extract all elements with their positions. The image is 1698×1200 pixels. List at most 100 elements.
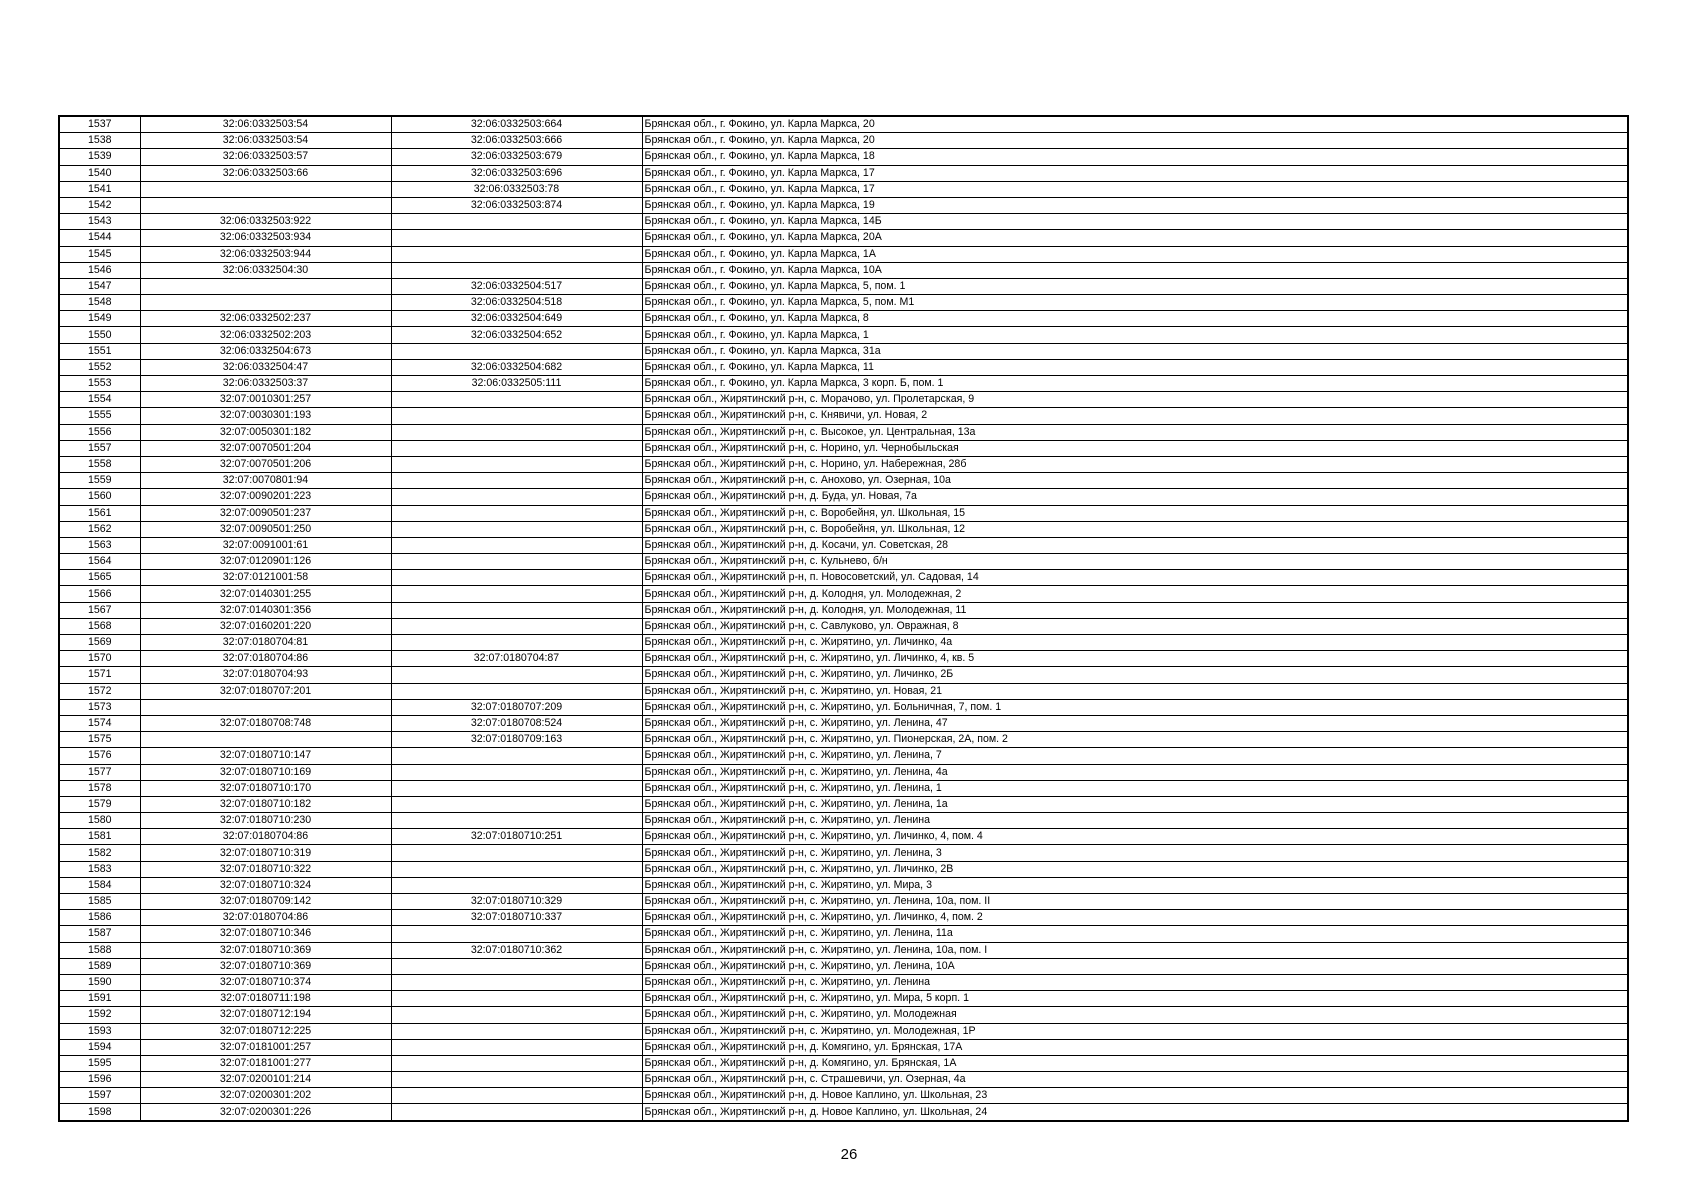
cadastral-number-cell: 32:07:0181001:257	[139, 1038, 392, 1056]
cadastral-number-cell	[139, 180, 392, 198]
cadastral-number-cell: 32:07:0200301:202	[139, 1087, 392, 1105]
address-cell: Брянская обл., Жирятинский р-н, д. Комяг…	[641, 1054, 1629, 1073]
object-cadastral-number-cell	[390, 1087, 643, 1105]
row-number-cell: 1552	[58, 358, 141, 377]
address-cell: Брянская обл., Жирятинский р-н, с. Страш…	[641, 1071, 1629, 1089]
object-cadastral-number-cell: 32:07:0180710:337	[390, 909, 643, 927]
address-cell: Брянская обл., Жирятинский р-н, д. Буда,…	[641, 488, 1629, 506]
cadastral-number-cell: 32:07:0121001:58	[139, 569, 392, 587]
address-cell: Брянская обл., Жирятинский р-н, с. Кульн…	[641, 553, 1629, 571]
row-number-cell: 1548	[58, 294, 141, 312]
cadastral-number-cell: 32:06:0332503:66	[139, 164, 392, 182]
address-cell: Брянская обл., г. Фокино, ул. Карла Марк…	[641, 132, 1629, 150]
address-cell: Брянская обл., Жирятинский р-н, с. Жирят…	[641, 1006, 1629, 1024]
row-number-cell: 1539	[58, 148, 141, 166]
object-cadastral-number-cell	[390, 342, 643, 360]
object-cadastral-number-cell	[390, 925, 643, 943]
row-number-cell: 1549	[58, 310, 141, 328]
object-cadastral-number-cell: 32:06:0332504:518	[390, 294, 643, 312]
cadastral-number-cell: 32:07:0180710:322	[139, 860, 392, 878]
address-cell: Брянская обл., г. Фокино, ул. Карла Марк…	[641, 245, 1629, 263]
object-cadastral-number-cell: 32:07:0180709:163	[390, 731, 643, 749]
address-cell: Брянская обл., Жирятинский р-н, с. Жирят…	[641, 795, 1629, 814]
address-cell: Брянская обл., г. Фокино, ул. Карла Марк…	[641, 261, 1629, 279]
row-number-cell: 1578	[58, 779, 141, 797]
address-cell: Брянская обл., г. Фокино, ул. Карла Марк…	[641, 294, 1629, 312]
row-number-cell: 1570	[58, 650, 141, 668]
object-cadastral-number-cell: 32:06:0332504:652	[390, 326, 643, 344]
address-cell: Брянская обл., Жирятинский р-н, с. Княви…	[641, 407, 1629, 425]
cadastral-number-cell: 32:07:0180710:147	[139, 747, 392, 765]
row-number-cell: 1597	[58, 1087, 141, 1105]
row-number-cell: 1540	[58, 164, 141, 182]
address-cell: Брянская обл., Жирятинский р-н, с. Жирят…	[641, 941, 1629, 959]
object-cadastral-number-cell	[390, 553, 643, 571]
row-number-cell: 1543	[58, 213, 141, 231]
row-number-cell: 1553	[58, 374, 141, 393]
row-number-cell: 1567	[58, 601, 141, 619]
cadastral-number-cell: 32:07:0090501:237	[139, 504, 392, 522]
address-cell: Брянская обл., Жирятинский р-н, с. Жирят…	[641, 892, 1629, 911]
cadastral-number-cell: 32:06:0332503:57	[139, 148, 392, 166]
object-cadastral-number-cell	[390, 569, 643, 587]
cadastral-number-cell: 32:06:0332503:944	[139, 245, 392, 263]
cadastral-number-cell: 32:06:0332504:30	[139, 261, 392, 279]
row-number-cell: 1568	[58, 617, 141, 636]
object-cadastral-number-cell	[390, 261, 643, 279]
object-cadastral-number-cell	[390, 812, 643, 830]
cadastral-number-cell: 32:06:0332503:54	[139, 115, 392, 134]
object-cadastral-number-cell	[390, 439, 643, 457]
object-cadastral-number-cell: 32:06:0332503:696	[390, 164, 643, 182]
cadastral-number-cell: 32:06:0332503:934	[139, 229, 392, 247]
address-cell: Брянская обл., Жирятинский р-н, с. Вороб…	[641, 520, 1629, 538]
row-number-cell: 1541	[58, 180, 141, 198]
object-cadastral-number-cell	[390, 1006, 643, 1024]
object-cadastral-number-cell	[390, 520, 643, 538]
address-cell: Брянская обл., Жирятинский р-н, с. Жирят…	[641, 812, 1629, 830]
object-cadastral-number-cell: 32:06:0332504:517	[390, 277, 643, 296]
object-cadastral-number-cell	[390, 1103, 643, 1122]
row-number-cell: 1596	[58, 1071, 141, 1089]
object-cadastral-number-cell: 32:07:0180708:524	[390, 714, 643, 733]
address-cell: Брянская обл., Жирятинский р-н, с. Жирят…	[641, 731, 1629, 749]
row-number-cell: 1585	[58, 892, 141, 911]
cadastral-number-cell: 32:07:0200301:226	[139, 1103, 392, 1122]
address-cell: Брянская обл., Жирятинский р-н, с. Жирят…	[641, 779, 1629, 797]
row-number-cell: 1542	[58, 196, 141, 215]
object-cadastral-number-cell	[390, 973, 643, 992]
cadastral-number-cell: 32:06:0332504:673	[139, 342, 392, 360]
cadastral-number-cell	[139, 698, 392, 716]
cadastral-number-cell: 32:07:0030301:193	[139, 407, 392, 425]
object-cadastral-number-cell	[390, 455, 643, 474]
address-cell: Брянская обл., г. Фокино, ул. Карла Марк…	[641, 326, 1629, 344]
address-cell: Брянская обл., Жирятинский р-н, с. Жирят…	[641, 957, 1629, 975]
cadastral-number-cell: 32:07:0140301:255	[139, 585, 392, 603]
